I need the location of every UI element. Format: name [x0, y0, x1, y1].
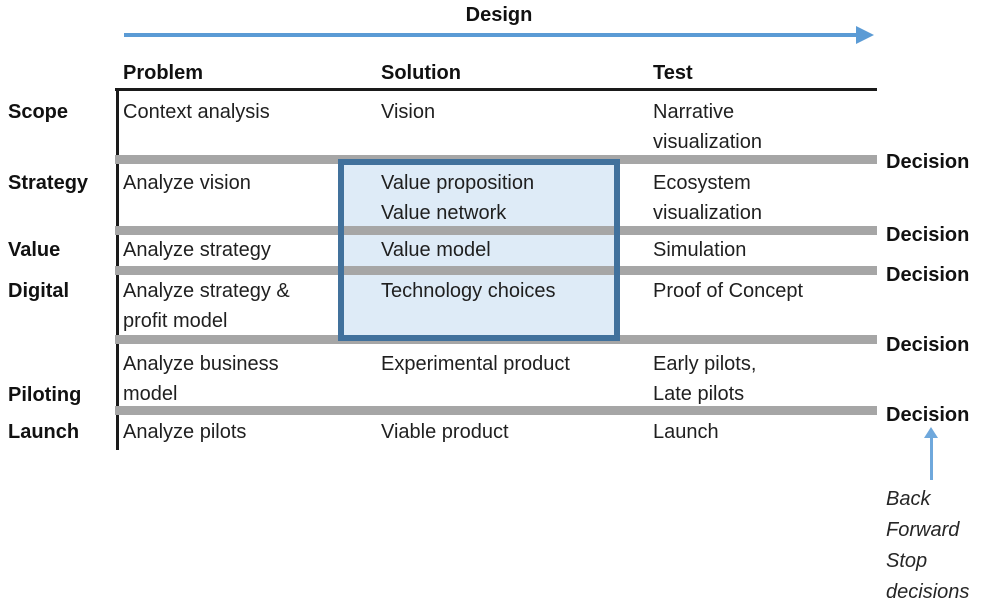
row-label-value: Value: [8, 239, 61, 261]
row-label-piloting: Piloting: [8, 384, 82, 406]
design-arrow: [124, 33, 858, 37]
decision-gate-bar-2: [115, 226, 877, 235]
row-label-scope: Scope: [8, 101, 69, 123]
decision-gate-bar-3: [115, 266, 877, 275]
design-arrow-head-icon: [856, 26, 874, 44]
note-arrow-head-icon: [924, 427, 938, 438]
cell-value-solution: Value model: [381, 239, 491, 261]
cell-piloting-problem: Analyze business model: [123, 353, 279, 405]
design-phase-label: Design: [465, 4, 533, 26]
table-top-border: [115, 88, 877, 91]
cell-scope-solution: Vision: [381, 101, 436, 123]
cell-launch-solution: Viable product: [381, 421, 509, 443]
cell-piloting-solution: Experimental product: [381, 353, 570, 375]
row-label-strategy: Strategy: [8, 172, 89, 194]
cell-scope-problem: Context analysis: [123, 101, 270, 123]
decision-types-note: Back Forward Stop decisions: [886, 488, 970, 603]
cell-launch-test: Launch: [653, 421, 719, 443]
solution-highlight-fill: [341, 162, 617, 338]
cell-launch-problem: Analyze pilots: [123, 421, 247, 443]
cell-piloting-test: Early pilots, Late pilots: [653, 353, 757, 405]
decision-gate-bar-5: [115, 406, 877, 415]
decision-label-1: Decision: [886, 151, 970, 173]
decision-label-3: Decision: [886, 264, 970, 286]
cell-strategy-test: Ecosystem visualization: [653, 172, 762, 224]
cell-strategy-problem: Analyze vision: [123, 172, 251, 194]
cell-value-problem: Analyze strategy: [123, 239, 271, 261]
column-header-test: Test: [653, 62, 693, 84]
decision-label-2: Decision: [886, 224, 970, 246]
solution-highlight-box: [338, 159, 620, 341]
cell-strategy-solution: Value proposition Value network: [381, 172, 535, 224]
decision-label-5: Decision: [886, 404, 970, 426]
column-header-problem: Problem: [123, 62, 204, 84]
cell-digital-test: Proof of Concept: [653, 280, 804, 302]
row-label-digital: Digital: [8, 280, 70, 302]
column-header-solution: Solution: [381, 62, 461, 84]
cell-scope-test: Narrative visualization: [653, 101, 762, 153]
cell-digital-solution: Technology choices: [381, 280, 556, 302]
decision-label-4: Decision: [886, 334, 970, 356]
cell-digital-problem: Analyze strategy & profit model: [123, 280, 290, 332]
row-label-launch: Launch: [8, 421, 80, 443]
cell-value-test: Simulation: [653, 239, 747, 261]
note-arrow: [930, 436, 933, 480]
